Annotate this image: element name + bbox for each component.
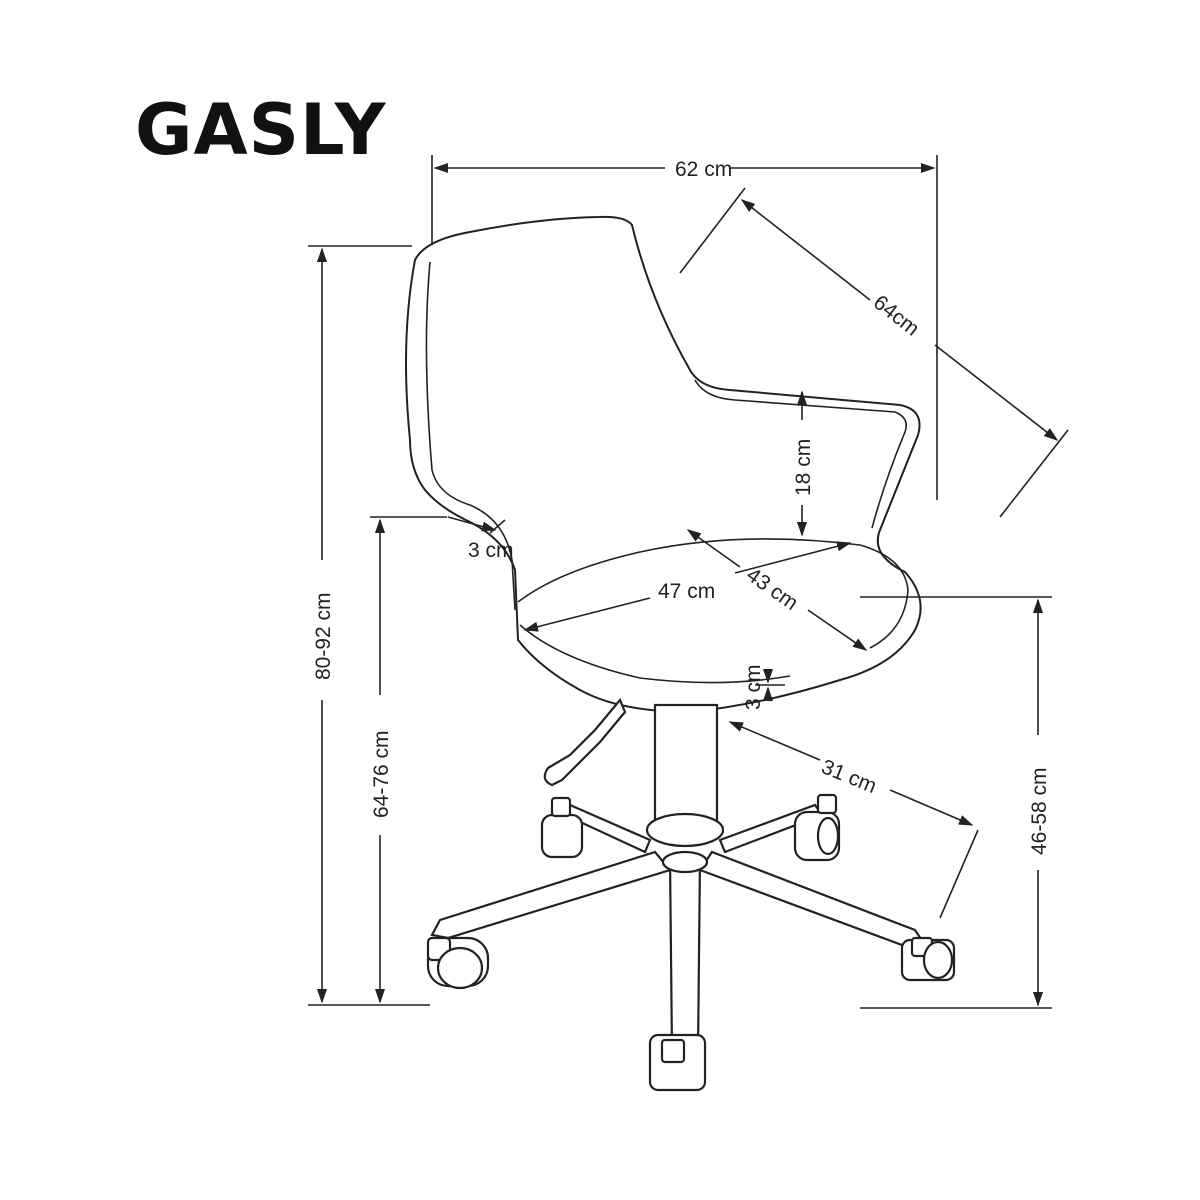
label-seat-thickness: 3 cm <box>742 664 765 710</box>
caster-front-left <box>426 936 490 990</box>
dimension-lines <box>308 155 1069 1009</box>
caster-back-right <box>793 793 841 862</box>
label-armrest-floor-height: 64-76 cm <box>370 730 393 818</box>
label-seat-depth: 43 cm <box>742 563 802 615</box>
caster-front-right <box>900 936 956 982</box>
seat-top-edge <box>517 538 909 649</box>
base-leg-front <box>668 856 702 1054</box>
caster-back-left <box>540 796 584 859</box>
gas-cylinder <box>653 703 719 825</box>
label-seat-width: 47 cm <box>658 580 715 603</box>
height-lever <box>543 697 627 787</box>
seat-rim <box>519 624 791 684</box>
label-overall-width: 62 cm <box>675 158 732 181</box>
base-hub-bottom <box>661 850 709 874</box>
backrest-shell <box>405 215 922 714</box>
base-leg-left-front <box>430 850 672 940</box>
label-armrest-height: 18 cm <box>792 439 815 496</box>
caster-front <box>648 1033 707 1092</box>
label-overall-height: 80-92 cm <box>312 592 335 680</box>
product-title: GASLY <box>135 89 387 171</box>
label-seat-height: 46-58 cm <box>1028 767 1051 855</box>
chair-outline <box>405 215 922 714</box>
casters <box>426 793 956 1092</box>
armrest-inner-edge <box>694 379 908 529</box>
label-base-radius: 31 cm <box>818 755 880 798</box>
chair-base <box>430 697 927 1054</box>
base-leg-right-front <box>698 850 927 950</box>
label-overall-depth: 64cm <box>869 291 924 341</box>
label-backrest-thickness: 3 cm <box>468 539 514 562</box>
base-hub <box>645 812 725 848</box>
